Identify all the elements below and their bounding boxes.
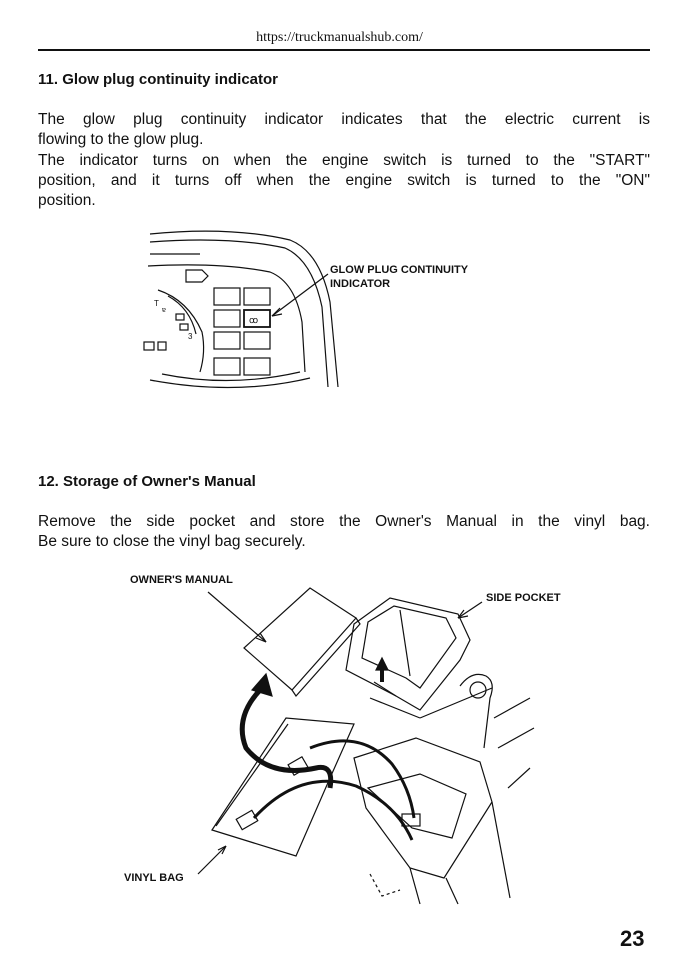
section-11-para2-line1: The indicator turns on when the engine s… — [38, 152, 650, 169]
glow-plug-label-line2: INDICATOR — [330, 278, 391, 290]
svg-text:ɐ: ɐ — [162, 307, 166, 314]
page-number: 23 — [620, 926, 645, 951]
section-11-para2-line2: position, and it turns off when the engi… — [38, 172, 650, 189]
svg-text:T: T — [154, 299, 159, 308]
section-11-para2-line3: position. — [38, 192, 96, 209]
owners-manual-storage-illustration — [197, 587, 535, 905]
section-12-para-line2: Be sure to close the vinyl bag securely. — [38, 533, 306, 550]
section-12-para-line1: Remove the side pocket and store the Own… — [38, 513, 650, 530]
svg-text:ꝏ: ꝏ — [249, 316, 258, 326]
section-12-heading: 12. Storage of Owner's Manual — [38, 473, 256, 490]
section-11-para1-line2: flowing to the glow plug. — [38, 131, 204, 148]
source-url: https://truckmanualshub.com/ — [256, 30, 423, 45]
header-rule — [38, 49, 650, 51]
svg-text:3: 3 — [188, 332, 193, 341]
side-pocket-label: SIDE POCKET — [486, 592, 561, 604]
glow-plug-indicator-illustration: T ɐ 3 ꝏ — [143, 230, 339, 389]
glow-plug-label-line1: GLOW PLUG CONTINUITY — [330, 264, 469, 276]
vinyl-bag-label: VINYL BAG — [124, 872, 184, 884]
owners-manual-label: OWNER'S MANUAL — [130, 574, 233, 586]
section-11-heading: 11. Glow plug continuity indicator — [38, 71, 279, 88]
section-11-para1-line1: The glow plug continuity indicator indic… — [38, 111, 650, 128]
